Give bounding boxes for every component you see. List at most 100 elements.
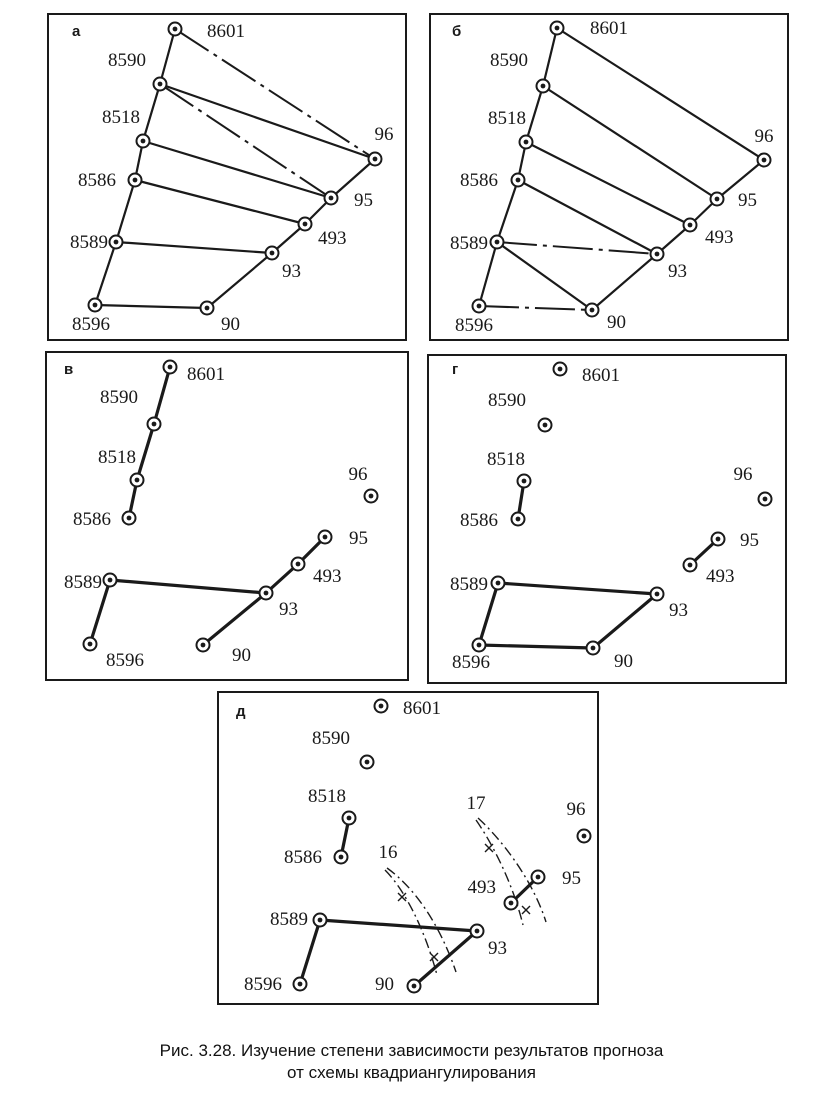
station-center-dot	[761, 157, 767, 163]
station-8596: 8596	[72, 297, 110, 335]
station-95: 95	[323, 190, 373, 211]
fault-zone-16: 16	[379, 842, 457, 976]
station-center-dot	[535, 874, 541, 880]
fault-label: 16	[379, 842, 398, 863]
station-label: 93	[488, 938, 507, 959]
station-8586: 8586	[284, 847, 349, 868]
station-center-dot	[523, 139, 529, 145]
station-93: 93	[649, 586, 688, 621]
link-93-90	[201, 591, 268, 647]
link-8586-8589	[495, 178, 520, 244]
panel-frame	[427, 354, 787, 684]
station-label: 8590	[108, 50, 146, 71]
station-center-dot	[132, 177, 138, 183]
station-95: 95	[710, 530, 759, 551]
station-8590: 8590	[490, 50, 551, 94]
station-90: 90	[584, 302, 626, 333]
station-label: 8586	[78, 170, 116, 191]
station-8590: 8590	[108, 50, 168, 92]
link-8601-8590	[152, 365, 172, 426]
station-center-dot	[322, 534, 328, 540]
station-label: 8590	[490, 50, 528, 71]
station-96: 96	[367, 124, 394, 167]
station-8596: 8596	[452, 637, 490, 673]
station-96: 96	[734, 464, 773, 507]
station-center-dot	[328, 195, 334, 201]
station-label: 8518	[102, 107, 140, 128]
station-center-dot	[590, 645, 596, 651]
station-8596: 8596	[455, 298, 493, 336]
station-center-dot	[476, 303, 482, 309]
caption-line-1: Рис. 3.28. Изучение степени зависимости …	[159, 1041, 664, 1060]
station-label: 8589	[64, 572, 102, 593]
station-center-dot	[687, 562, 693, 568]
station-label: 8596	[244, 974, 282, 995]
station-93: 93	[264, 245, 301, 282]
link-8589-93	[496, 241, 658, 255]
link-8518-493	[524, 140, 692, 227]
station-label: 8590	[100, 387, 138, 408]
link-8589-90	[495, 240, 594, 312]
station-8589: 8589	[270, 909, 328, 930]
station-label: 8518	[308, 786, 346, 807]
station-center-dot	[263, 590, 269, 596]
link-95-96	[329, 157, 377, 200]
station-label: 93	[279, 599, 298, 620]
station-label: 90	[221, 314, 240, 335]
station-label: 95	[740, 530, 759, 551]
station-center-dot	[474, 928, 480, 934]
link-8601-96	[555, 26, 766, 162]
station-8589: 8589	[70, 232, 124, 253]
fault-cross	[397, 892, 407, 902]
station-label: 8586	[460, 510, 498, 531]
station-center-dot	[687, 222, 693, 228]
station-8601: 8601	[549, 18, 628, 39]
station-label: 493	[706, 566, 735, 587]
station-center-dot	[654, 251, 660, 257]
station-label: 95	[354, 190, 373, 211]
station-center-dot	[295, 561, 301, 567]
station-493: 493	[682, 217, 734, 248]
station-8586: 8586	[460, 510, 526, 531]
station-90: 90	[195, 637, 251, 666]
station-center-dot	[515, 177, 521, 183]
link-8589-8596	[477, 240, 499, 308]
station-label: 90	[607, 312, 626, 333]
station-label: 8596	[106, 650, 144, 671]
fault-cross	[521, 905, 531, 915]
station-label: 8518	[487, 449, 525, 470]
panel-letter: б	[452, 23, 461, 40]
station-center-dot	[338, 854, 344, 860]
station-label: 96	[755, 126, 774, 147]
station-8596: 8596	[82, 636, 144, 671]
station-center-dot	[411, 983, 417, 989]
station-95: 95	[530, 868, 581, 889]
station-label: 8589	[70, 232, 108, 253]
figure-caption: Рис. 3.28. Изучение степени зависимости …	[0, 1040, 823, 1084]
link-8590-96	[158, 82, 377, 161]
link-8586-8589	[114, 178, 137, 244]
station-center-dot	[269, 250, 275, 256]
station-96: 96	[349, 464, 379, 504]
panel-letter: а	[72, 23, 81, 40]
station-label: 93	[668, 261, 687, 282]
station-center-dot	[151, 421, 157, 427]
link-8590-95	[159, 83, 332, 199]
station-center-dot	[157, 81, 163, 87]
station-label: 8596	[72, 314, 110, 335]
link-8589-8596	[298, 918, 322, 986]
station-8589: 8589	[450, 233, 505, 254]
link-90-8596	[477, 643, 595, 650]
station-8590: 8590	[100, 387, 162, 432]
panel-frame	[47, 13, 407, 341]
station-center-dot	[654, 591, 660, 597]
link-8589-8596	[88, 578, 112, 646]
station-label: 96	[567, 799, 586, 820]
station-center-dot	[204, 305, 210, 311]
station-center-dot	[346, 815, 352, 821]
station-center-dot	[762, 496, 768, 502]
station-label: 493	[468, 877, 497, 898]
link-8601-8590	[541, 26, 559, 88]
